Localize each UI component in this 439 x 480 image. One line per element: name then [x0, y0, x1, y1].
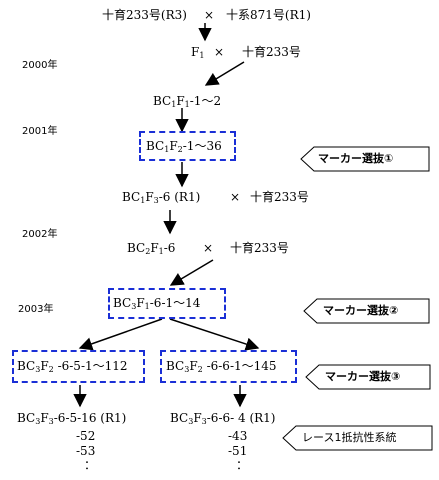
arrow-bc3f1-to-left [78, 318, 163, 351]
cross-symbol-2: × [214, 45, 225, 59]
f1-label: F1 [191, 45, 205, 60]
marker-selection-2-text: マーカー選抜② [323, 304, 399, 317]
bc2f1-label: BC2F1-6 [127, 241, 176, 256]
bc3f2-left-label: BC3F2 -6-5-1～112 [17, 359, 128, 374]
marker-selection-3-text: マーカー選抜③ [325, 370, 401, 383]
cross-symbol-3: × [230, 190, 241, 204]
resistant-line-text: レース1抵抗性系統 [302, 431, 397, 444]
bc1f1-label: BC1F1-1～2 [153, 94, 222, 109]
marker-box-2 [108, 288, 226, 319]
parent-male: 十系871号(R1) [226, 8, 311, 22]
bc3f2-right-label: BC3F2 -6-6-1～145 [166, 359, 277, 374]
year-2001: 2001年 [22, 126, 58, 137]
left-line-52: -52 [76, 429, 96, 443]
right-line-51: -51 [228, 444, 248, 458]
arrow-bc3f1-to-right [169, 318, 260, 351]
recurrent-parent: 十育233号 [242, 45, 301, 59]
parent-female: 十育233号(R3) [102, 8, 187, 22]
bc3f3-right-label: BC3F3-6-6- 4 (R1) [170, 411, 276, 426]
arrow-cross-to-bc3f1 [169, 259, 214, 286]
marker-box-1 [139, 131, 236, 161]
bc1f2-label: BC1F2-1～36 [146, 139, 222, 154]
cross-symbol-4: × [203, 241, 214, 255]
marker-box-3-right [160, 350, 297, 383]
year-2000: 2000年 [22, 60, 58, 71]
year-2002: 2002年 [22, 229, 58, 240]
marker-selection-1-text: マーカー選抜① [318, 152, 394, 165]
marker-selection-tag-3: マーカー選抜③ [305, 364, 431, 390]
recurrent-parent-3: 十育233号 [230, 241, 289, 255]
marker-box-3-left [12, 350, 145, 383]
bc1f3-label: BC1F3-6 (R1) [122, 190, 201, 205]
marker-selection-tag-2: マーカー選抜② [303, 298, 430, 324]
right-line-43: -43 [228, 429, 248, 443]
right-ellipsis: ： [236, 458, 249, 472]
resistant-line-tag: レース1抵抗性系統 [282, 425, 433, 451]
left-ellipsis: ： [84, 458, 97, 472]
cross-symbol-1: × [204, 8, 215, 22]
bc3f1-label: BC3F1-6-1～14 [113, 296, 201, 311]
bc3f3-left-label: BC3F3-6-5-16 (R1) [17, 411, 127, 426]
year-2003: 2003年 [18, 304, 54, 315]
left-line-53: -53 [76, 444, 96, 458]
arrow-f1-to-bc1f1 [204, 61, 245, 86]
recurrent-parent-2: 十育233号 [250, 190, 309, 204]
marker-selection-tag-1: マーカー選抜① [300, 146, 430, 172]
